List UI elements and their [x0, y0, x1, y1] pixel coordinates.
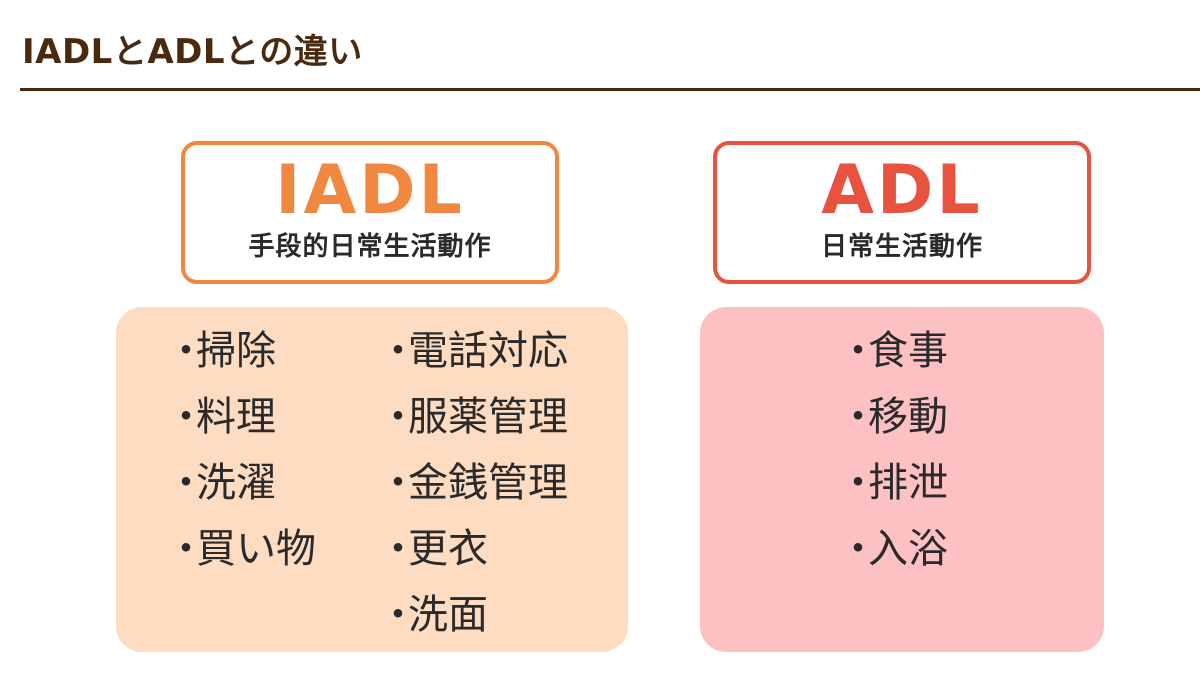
iadl-abbreviation: IADL: [275, 151, 465, 230]
list-item-label: 移動: [868, 394, 948, 440]
adl-full-name: 日常生活動作: [820, 232, 983, 262]
adl-abbreviation: ADL: [821, 151, 983, 230]
list-item-label: 服薬管理: [408, 394, 568, 440]
bullet-icon: ・: [378, 328, 418, 374]
adl-header-box: ADL 日常生活動作: [713, 141, 1091, 284]
bullet-icon: ・: [378, 592, 418, 638]
title-divider: [20, 88, 1200, 91]
bullet-icon: ・: [378, 460, 418, 506]
list-item: ・料理: [166, 384, 316, 450]
list-item: ・排泄: [838, 450, 948, 516]
bullet-icon: ・: [166, 394, 206, 440]
list-item: ・金銭管理: [378, 450, 568, 516]
list-item: ・更衣: [378, 516, 568, 582]
list-item: ・掃除: [166, 318, 316, 384]
list-item-label: 排泄: [868, 460, 948, 506]
list-item: ・電話対応: [378, 318, 568, 384]
bullet-icon: ・: [166, 460, 206, 506]
list-item-label: 電話対応: [408, 328, 568, 374]
bullet-icon: ・: [378, 394, 418, 440]
page-title: IADLとADLとの違い: [22, 32, 363, 72]
iadl-full-name: 手段的日常生活動作: [248, 232, 492, 262]
list-item: ・食事: [838, 318, 948, 384]
bullet-icon: ・: [838, 526, 878, 572]
list-item: ・移動: [838, 384, 948, 450]
list-item: ・洗濯: [166, 450, 316, 516]
adl-activity-panel: ・食事 ・移動 ・排泄 ・入浴: [700, 307, 1104, 652]
list-item-label: 洗面: [408, 592, 488, 638]
adl-list-column: ・食事 ・移動 ・排泄 ・入浴: [838, 318, 948, 582]
list-item-label: 入浴: [868, 526, 948, 572]
bullet-icon: ・: [166, 328, 206, 374]
list-item: ・入浴: [838, 516, 948, 582]
bullet-icon: ・: [838, 394, 878, 440]
list-item: ・洗面: [378, 582, 568, 648]
bullet-icon: ・: [166, 526, 206, 572]
list-item-label: 食事: [868, 328, 948, 374]
list-item: ・買い物: [166, 516, 316, 582]
iadl-list-column-1: ・掃除 ・料理 ・洗濯 ・買い物: [166, 318, 316, 582]
bullet-icon: ・: [838, 328, 878, 374]
iadl-activity-panel: ・掃除 ・料理 ・洗濯 ・買い物 ・電話対応 ・服薬管理 ・金銭管理 ・更衣 ・…: [116, 307, 628, 652]
list-item-label: 更衣: [408, 526, 488, 572]
bullet-icon: ・: [378, 526, 418, 572]
list-item-label: 買い物: [196, 526, 316, 572]
list-item-label: 金銭管理: [408, 460, 568, 506]
list-item-label: 洗濯: [196, 460, 276, 506]
list-item-label: 掃除: [196, 328, 276, 374]
iadl-header-box: IADL 手段的日常生活動作: [181, 141, 559, 284]
bullet-icon: ・: [838, 460, 878, 506]
list-item: ・服薬管理: [378, 384, 568, 450]
iadl-list-column-2: ・電話対応 ・服薬管理 ・金銭管理 ・更衣 ・洗面: [378, 318, 568, 648]
list-item-label: 料理: [196, 394, 276, 440]
